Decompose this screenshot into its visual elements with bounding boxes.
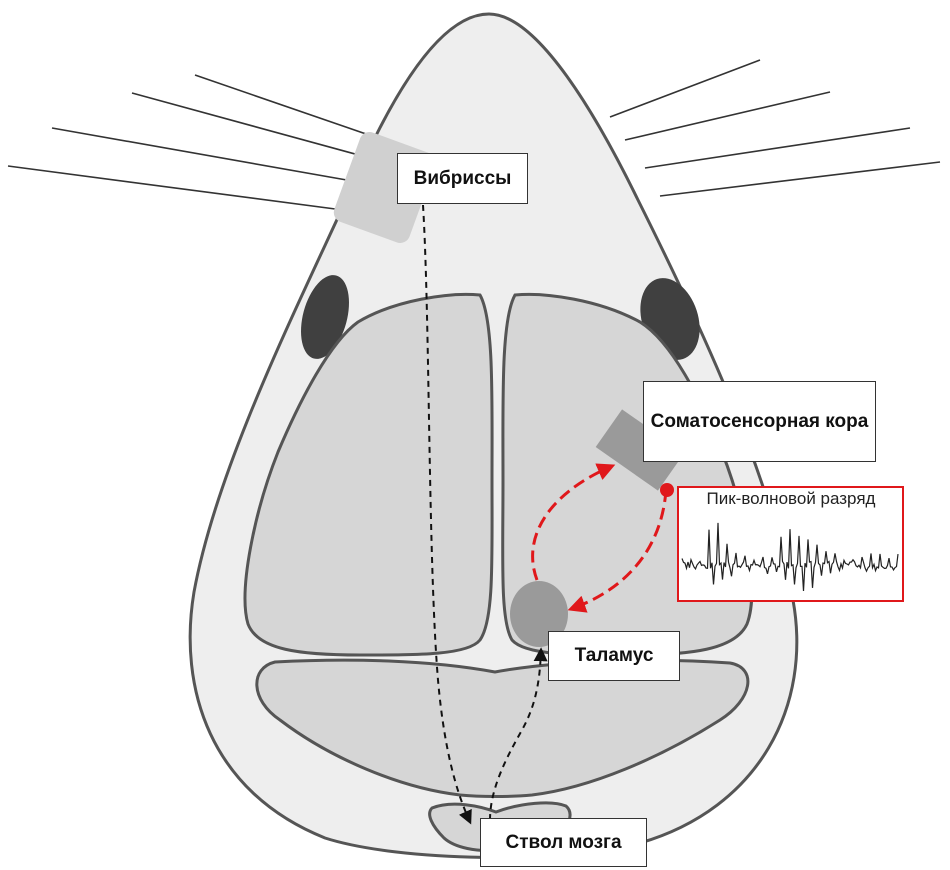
whisker (52, 128, 375, 185)
label-brainstem-text: Ствол мозга (505, 830, 621, 856)
label-somatosensory-cortex: Соматосенсорная кора (643, 381, 876, 462)
whiskers-right (610, 60, 940, 196)
whiskers-left (8, 75, 398, 212)
label-thalamus-text: Таламус (575, 643, 654, 669)
whisker (660, 162, 940, 196)
label-vibrissae-text: Вибриссы (414, 166, 512, 192)
recording-point (660, 483, 674, 497)
whisker (610, 60, 760, 117)
spike-wave-title: Пик-волновой разряд (680, 489, 902, 509)
label-brainstem: Ствол мозга (480, 818, 647, 867)
label-vibrissae: Вибриссы (397, 153, 528, 204)
label-thalamus: Таламус (548, 631, 680, 681)
label-cortex-text: Соматосенсорная кора (651, 409, 869, 435)
whisker (645, 128, 910, 168)
